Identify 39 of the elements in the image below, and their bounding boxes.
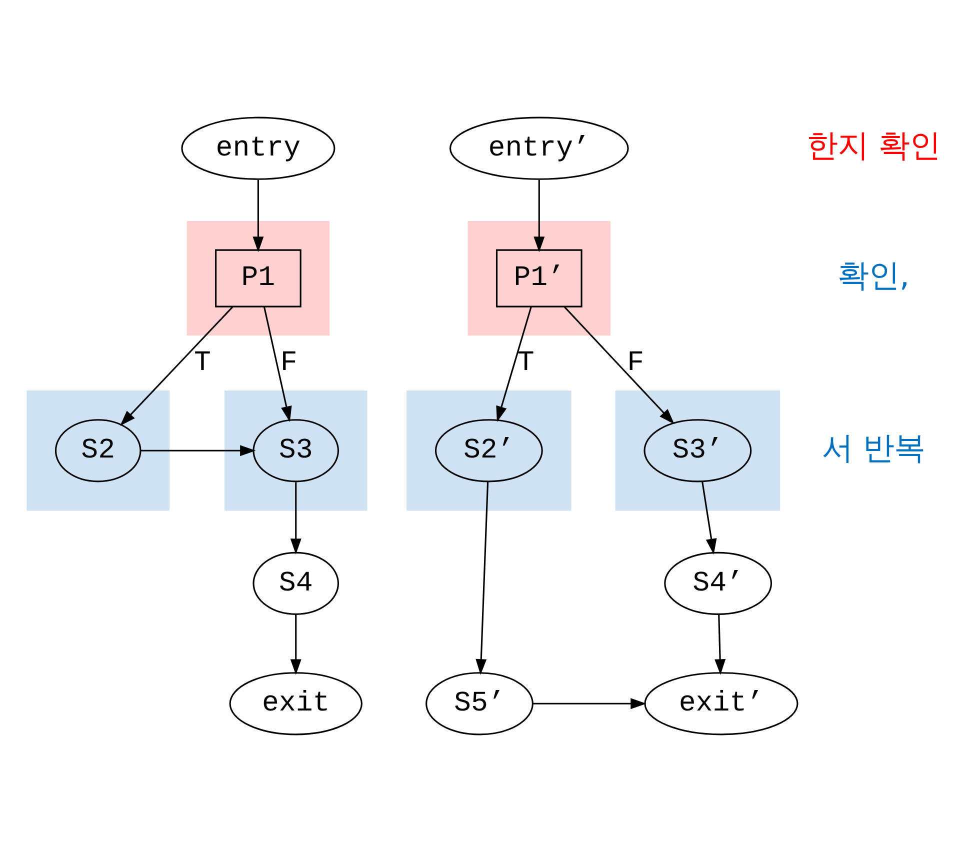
arrow	[476, 481, 489, 674]
node-box: P1	[215, 248, 302, 307]
arrow	[290, 482, 302, 554]
node-ellipse: entry’	[449, 116, 629, 180]
edge-label: T	[517, 346, 534, 378]
node-ellipse: S4	[252, 551, 340, 614]
arrow	[120, 306, 234, 426]
arrow	[532, 698, 646, 709]
node-ellipse: S3	[252, 418, 340, 482]
node-ellipse: S3’	[644, 418, 752, 482]
node-box: P1’	[496, 248, 582, 307]
cluster	[26, 390, 170, 510]
arrow	[564, 306, 674, 424]
label: 확인,	[837, 258, 910, 294]
edge-label: F	[280, 346, 298, 378]
cluster	[186, 220, 330, 336]
label: 서 반복	[822, 430, 925, 466]
edge-label: T	[194, 346, 211, 378]
cluster	[468, 220, 611, 336]
arrow	[714, 614, 726, 674]
node-ellipse: exit	[229, 672, 362, 735]
node-ellipse: S4’	[664, 551, 772, 614]
node-ellipse: S2	[54, 418, 142, 482]
arrow	[264, 306, 292, 422]
arrow	[702, 481, 717, 554]
cluster	[224, 390, 368, 510]
cluster	[615, 390, 780, 510]
arrow	[140, 444, 256, 456]
arrow	[496, 306, 532, 422]
node-ellipse: S2’	[434, 418, 543, 482]
label: 한지 확인	[806, 128, 940, 164]
arrow	[252, 179, 264, 252]
cluster	[406, 390, 572, 510]
arrow	[534, 179, 545, 252]
edge-label: F	[627, 346, 644, 378]
node-ellipse: entry	[181, 116, 336, 180]
node-ellipse: S5’	[426, 672, 534, 735]
arrow	[290, 614, 302, 674]
node-ellipse: exit’	[644, 672, 798, 735]
